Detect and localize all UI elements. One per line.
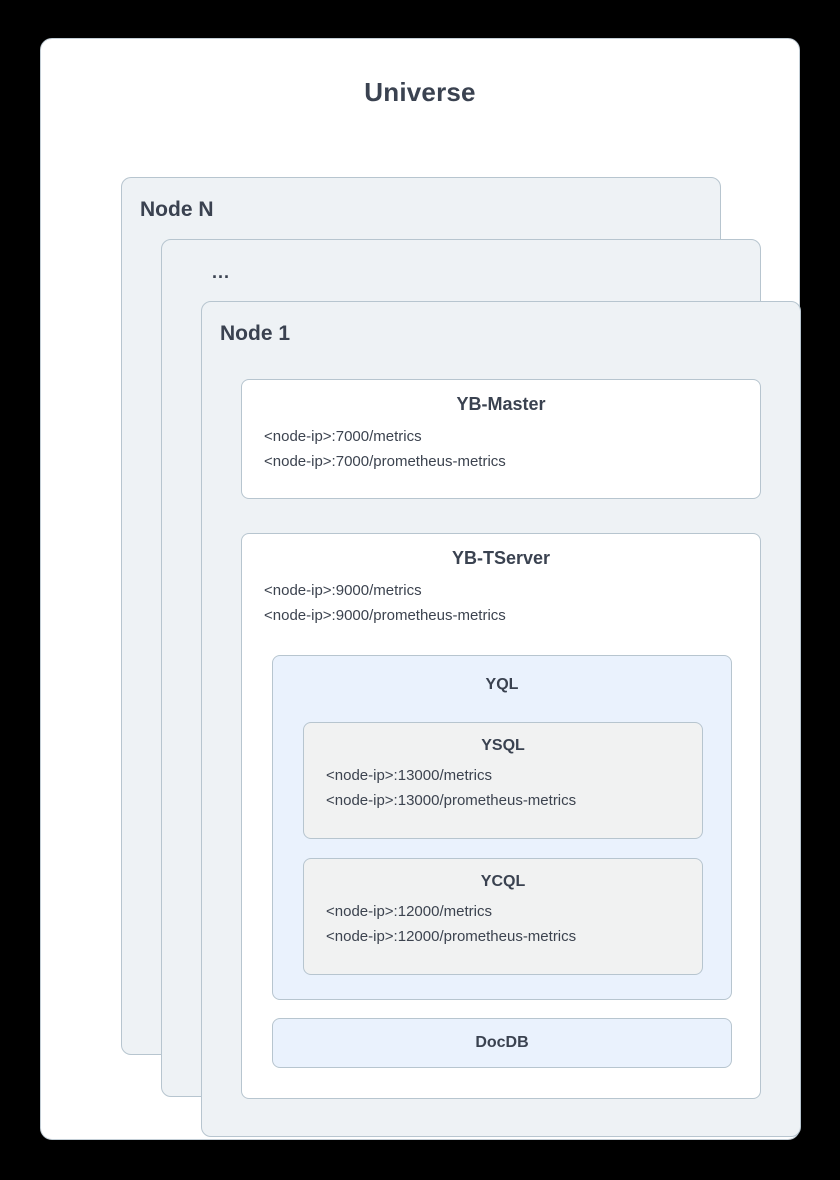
yb-master-endpoint-prometheus: <node-ip>:7000/prometheus-metrics [264, 453, 506, 470]
ysql-endpoint-metrics: <node-ip>:13000/metrics [326, 767, 492, 784]
yb-tserver-endpoint-metrics: <node-ip>:9000/metrics [264, 582, 422, 599]
ycql-box[interactable]: YCQL <node-ip>:12000/metrics <node-ip>:1… [303, 858, 703, 975]
ycql-endpoint-prometheus: <node-ip>:12000/prometheus-metrics [326, 928, 577, 945]
yb-tserver-endpoint-prometheus: <node-ip>:9000/prometheus-metrics [264, 607, 506, 624]
docdb-box[interactable]: DocDB [272, 1018, 732, 1068]
ysql-title: YSQL [481, 737, 525, 754]
ysql-box[interactable]: YSQL <node-ip>:13000/metrics <node-ip>:1… [303, 722, 703, 839]
yb-master-box[interactable]: YB-Master <node-ip>:7000/metrics <node-i… [241, 379, 761, 499]
yb-master-endpoint-metrics: <node-ip>:7000/metrics [264, 428, 422, 445]
node-label-ellipsis: ... [212, 262, 231, 282]
ysql-endpoints: <node-ip>:13000/metrics <node-ip>:13000/… [304, 755, 702, 813]
universe-panel: Universe Node N ... Node 1 YB-Master <no… [40, 38, 801, 1140]
ysql-endpoint-prometheus: <node-ip>:13000/prometheus-metrics [326, 792, 577, 809]
yql-box[interactable]: YQL YSQL <node-ip>:13000/metrics <node-i… [272, 655, 732, 1000]
yb-tserver-endpoints: <node-ip>:9000/metrics <node-ip>:9000/pr… [242, 569, 760, 628]
page-title: Universe [364, 77, 476, 107]
yql-title: YQL [485, 676, 519, 693]
yb-tserver-title: YB-TServer [451, 548, 551, 568]
node-label-node-n: Node N [140, 198, 214, 221]
yb-master-title: YB-Master [456, 394, 546, 414]
yb-tserver-box[interactable]: YB-TServer <node-ip>:9000/metrics <node-… [241, 533, 761, 1099]
yb-master-endpoints: <node-ip>:7000/metrics <node-ip>:7000/pr… [242, 415, 760, 474]
docdb-title: DocDB [475, 1034, 529, 1051]
node-label-node-1: Node 1 [220, 322, 291, 345]
ycql-endpoints: <node-ip>:12000/metrics <node-ip>:12000/… [304, 891, 702, 949]
ycql-endpoint-metrics: <node-ip>:12000/metrics [326, 903, 492, 920]
ycql-title: YCQL [480, 873, 526, 890]
